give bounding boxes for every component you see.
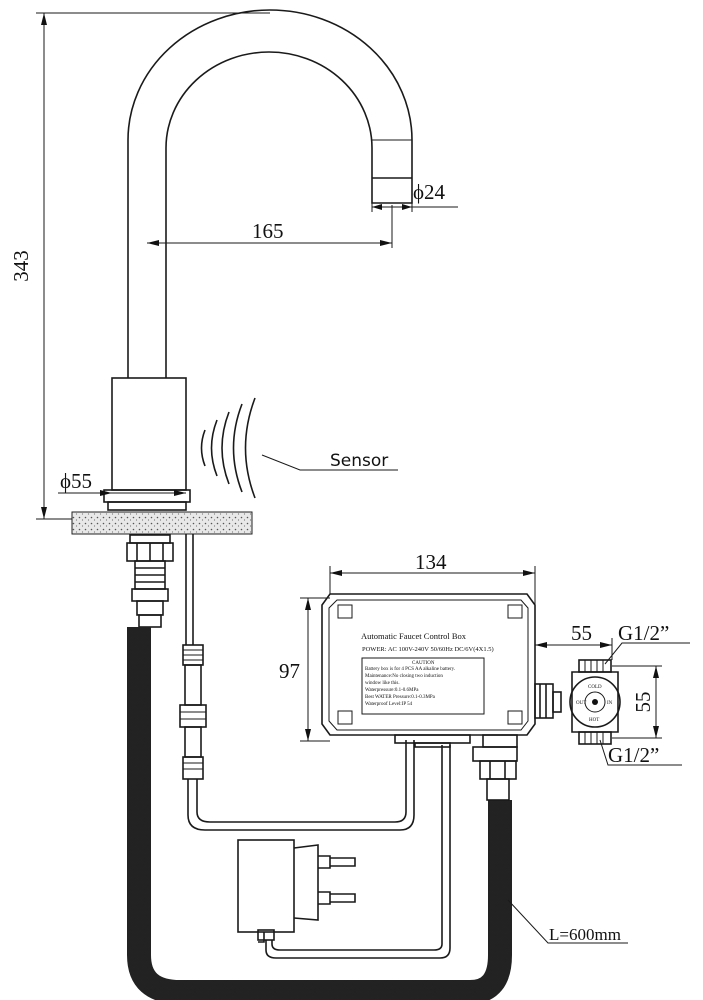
box-valve-nipple	[534, 683, 562, 719]
hose-length-text: L=600mm	[549, 925, 621, 944]
thread-top-label: G1/2”	[618, 621, 669, 645]
note-2: Maintenance:No closing two induction	[365, 674, 443, 679]
sensor-label: Sensor	[330, 451, 388, 471]
control-box-power: POWER: AC 100V-240V 50/60Hz DC/6V(4X1.5)	[362, 646, 494, 653]
hose-length-label: L=600mm	[507, 899, 628, 944]
dimension-base-diameter: ϕ55	[58, 469, 186, 496]
inlet-fitting	[126, 534, 174, 628]
note-6: Waterproof Level:IP 54	[365, 702, 413, 707]
note-3: window like this.	[365, 681, 400, 686]
dim-reach-label: 165	[252, 219, 284, 243]
dim-box-height-label: 97	[279, 659, 300, 683]
dim-base-label: ϕ55	[60, 469, 92, 493]
dim-spout-label: ϕ24	[413, 180, 446, 204]
note-1: Battery box is for 4 PCS AA alkaline bat…	[365, 667, 455, 672]
faucet-body	[103, 377, 191, 511]
thread-label-bottom: G1/2”	[599, 739, 682, 767]
dimension-spout-diameter: ϕ24	[371, 180, 458, 212]
valve-mark-bottom: HOT	[589, 718, 599, 723]
note-5: Best WATER Pressure:0.1-0.3MPa	[365, 695, 436, 700]
sensor-cable	[179, 534, 415, 831]
dim-height-label: 343	[9, 250, 33, 282]
dimension-box-width: 134	[329, 550, 536, 605]
control-box-title: Automatic Faucet Control Box	[361, 631, 467, 641]
note-4: Waterpressure:0.1-0.6MPa	[365, 688, 419, 693]
control-box: Automatic Faucet Control Box POWER: AC 1…	[321, 593, 536, 748]
dimension-valve-height: 55	[612, 665, 662, 739]
countertop	[71, 511, 253, 535]
dim-valve-width-label: 55	[571, 621, 592, 645]
dim-box-width-label: 134	[415, 550, 447, 574]
power-adapter	[237, 745, 451, 959]
thread-bottom-label: G1/2”	[608, 743, 659, 767]
sensor-leader: Sensor	[261, 451, 398, 471]
dimension-height: 343	[9, 12, 270, 520]
faucet-spout	[127, 9, 413, 378]
valve-mark-right: IN	[607, 701, 613, 706]
valve-mark-top: COLD	[588, 685, 602, 690]
mixing-valve: COLD OUT IN HOT	[569, 659, 621, 745]
sensor-waves	[200, 397, 256, 499]
dimension-box-height: 97	[279, 597, 330, 742]
thread-label-top: G1/2”	[604, 621, 690, 665]
braided-hose-left	[127, 627, 512, 1000]
dimension-reach: 165	[147, 205, 393, 248]
caution-heading: CAUTION	[412, 661, 435, 666]
dimension-valve-width: 55	[535, 621, 613, 660]
box-outlet-fitting	[472, 734, 518, 801]
dim-valve-height-label: 55	[631, 692, 655, 713]
valve-mark-left: OUT	[576, 701, 586, 706]
